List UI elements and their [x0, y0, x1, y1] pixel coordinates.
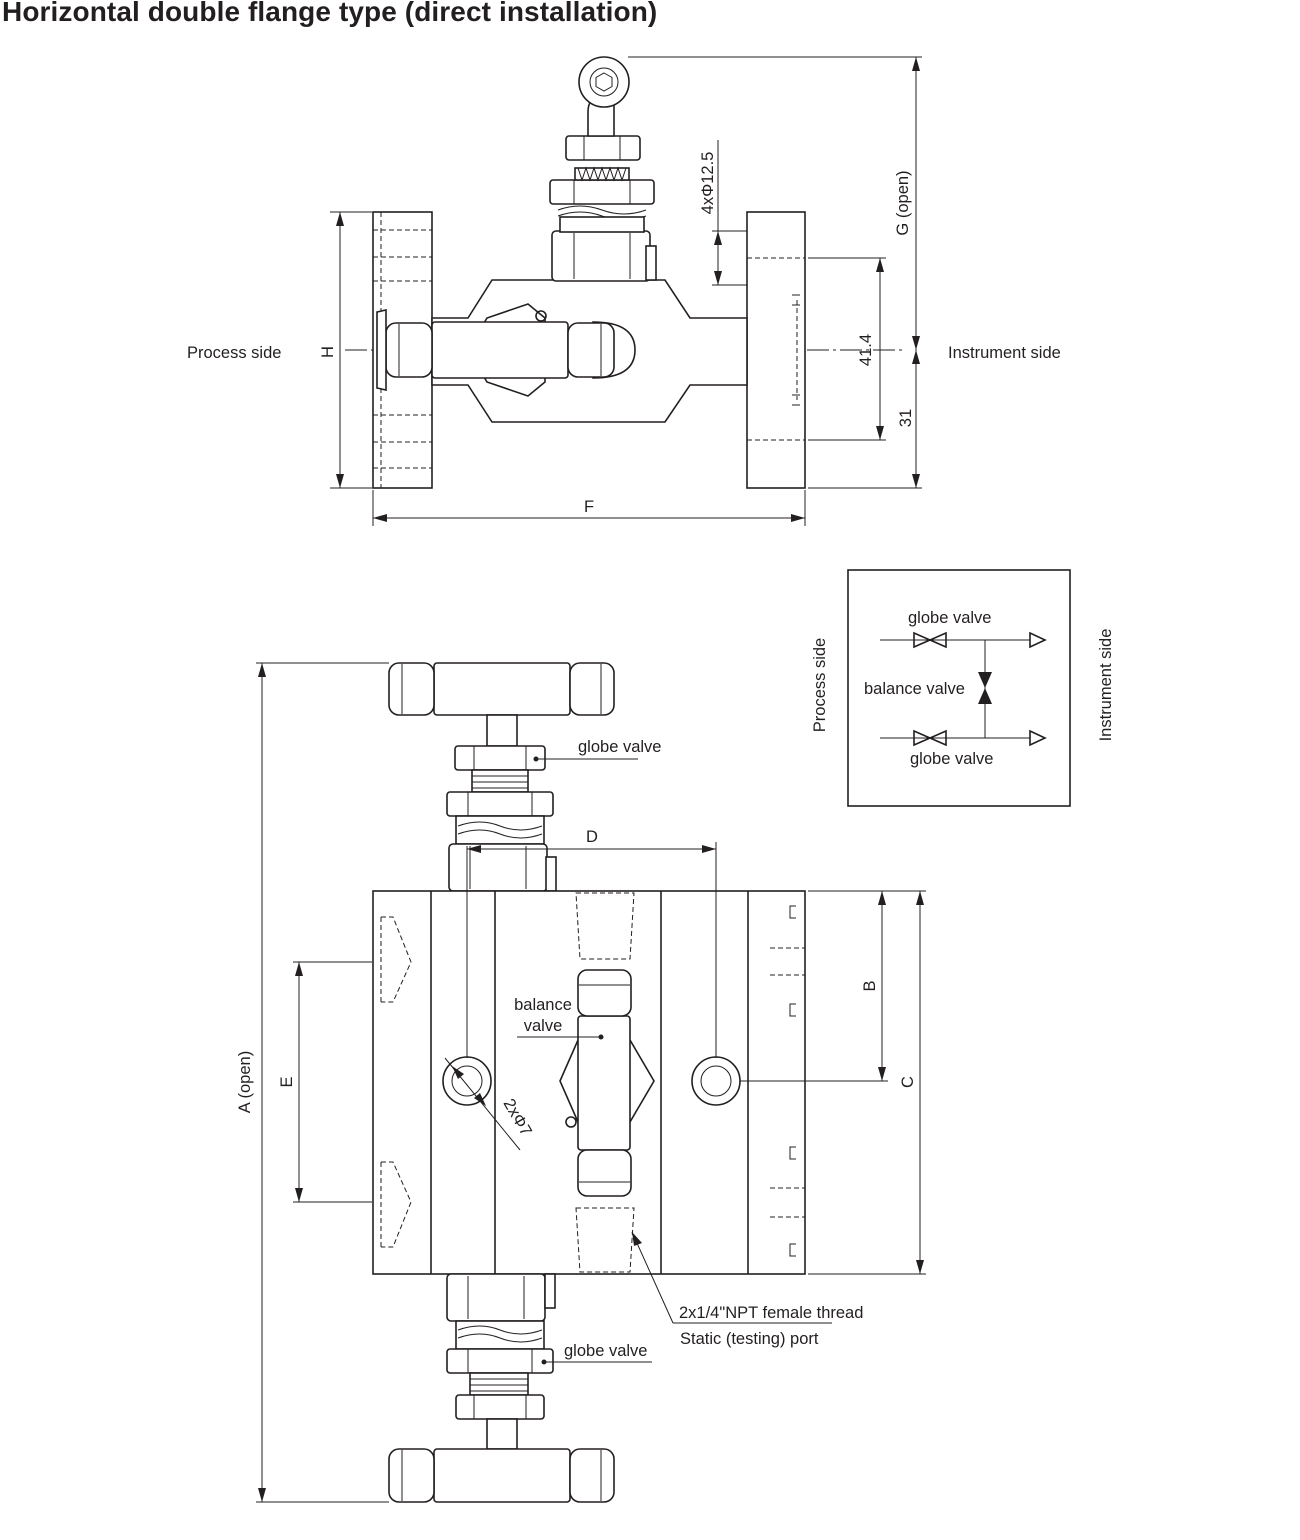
- dim-h-label: H: [319, 346, 337, 358]
- front-globe-valve-top-label: globe valve: [578, 738, 661, 756]
- dim-f-label: F: [584, 498, 594, 516]
- front-balance-valve-label-1: balance: [514, 996, 572, 1014]
- schematic-instrument-side: Instrument side: [1097, 629, 1115, 742]
- front-balance-valve-label-2: valve: [524, 1017, 563, 1035]
- top-globe-valve: [454, 745, 546, 771]
- dim-d-label: D: [586, 828, 598, 846]
- top-view: Process side Instrument side H F G (open…: [187, 56, 1061, 526]
- schematic-process-side: Process side: [811, 638, 829, 732]
- right-flange: [746, 211, 806, 489]
- dim-holes-label: 4xΦ12.5: [699, 152, 717, 215]
- flow-schematic: Process side Instrument side globe valve…: [811, 569, 1115, 807]
- front-view: globe valve globe valve balance valve A …: [236, 662, 926, 1503]
- schematic-balance-valve: balance valve: [864, 680, 965, 698]
- dim-41-label: 41.4: [857, 334, 875, 366]
- schematic-globe-valve-top: globe valve: [908, 609, 991, 627]
- front-balance-valve: [577, 1015, 631, 1151]
- balance-valve-stem: [431, 321, 569, 379]
- page-title: Horizontal double flange type (direct in…: [2, 0, 658, 27]
- balance-valve-symbol: [978, 672, 992, 688]
- front-globe-valve-bottom-label: globe valve: [564, 1342, 647, 1360]
- top-handle: [433, 662, 571, 716]
- bottom-handle: [433, 1448, 571, 1503]
- dim-g-label: G (open): [894, 170, 912, 235]
- dim-b-label: B: [861, 980, 879, 991]
- mounting-hole-right: [691, 1056, 741, 1106]
- dim-31-label: 31: [897, 409, 915, 427]
- dim-e-label: E: [278, 1076, 296, 1087]
- handle-head: [578, 56, 630, 108]
- thread-label: 2x1/4"NPT female thread: [679, 1304, 863, 1322]
- bottom-globe-valve: [446, 1348, 554, 1374]
- schematic-globe-valve-bottom: globe valve: [910, 750, 993, 768]
- instrument-side-label: Instrument side: [948, 344, 1061, 362]
- dim-c-label: C: [899, 1076, 917, 1088]
- dim-a-label: A (open): [236, 1051, 254, 1113]
- process-side-label: Process side: [187, 344, 281, 362]
- static-port-label: Static (testing) port: [680, 1330, 819, 1348]
